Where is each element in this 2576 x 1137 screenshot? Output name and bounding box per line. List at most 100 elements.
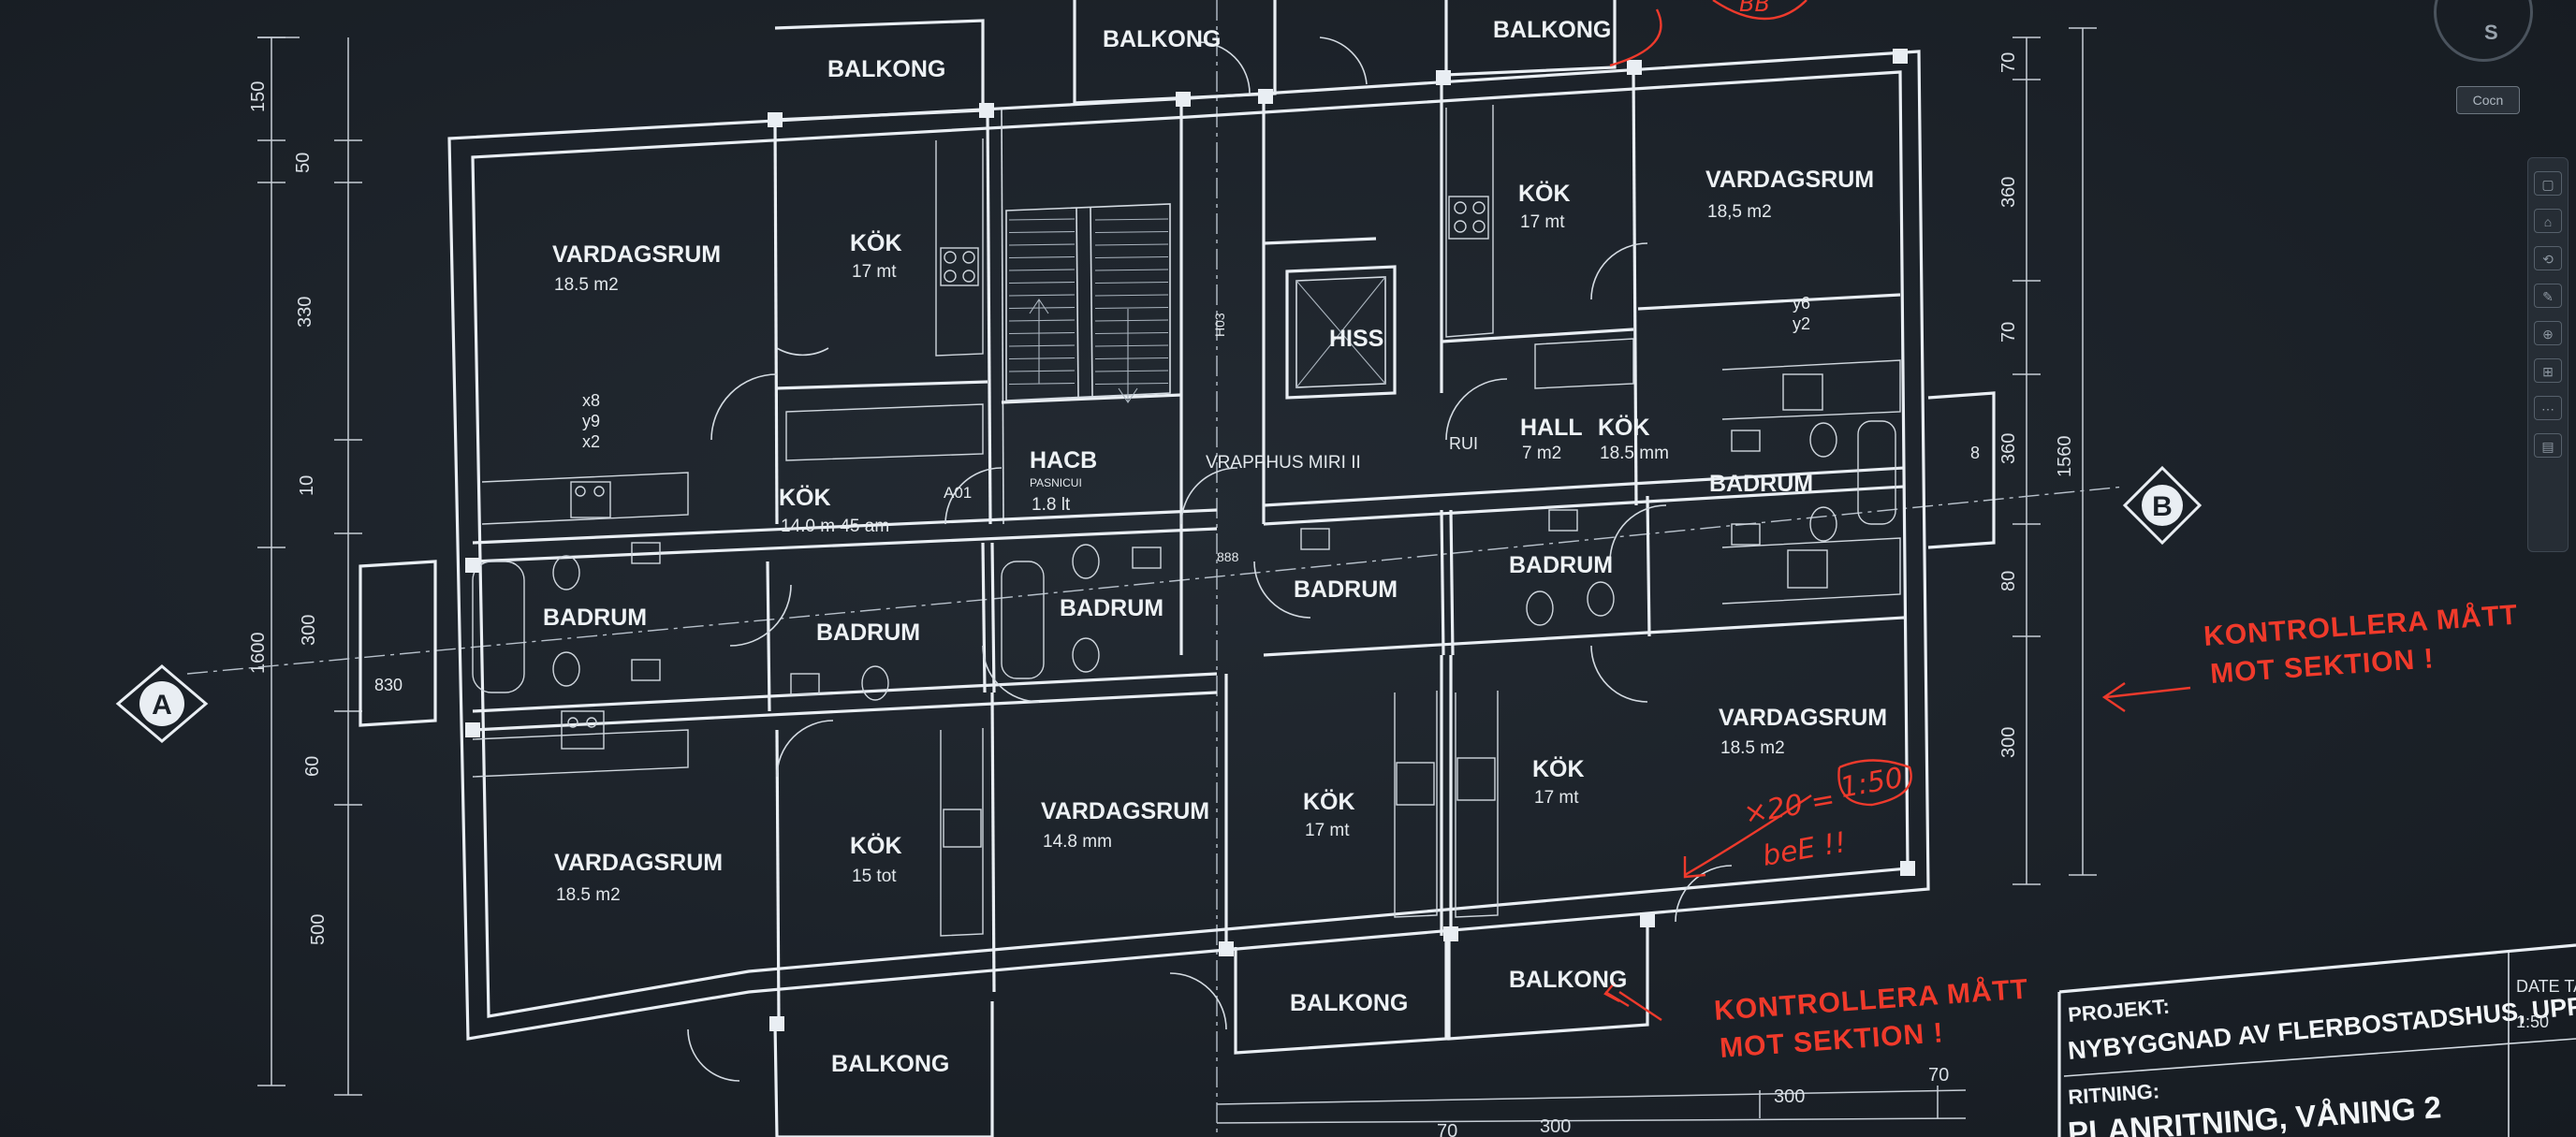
stair-tread	[1094, 319, 1169, 322]
coordinate-system-button[interactable]: Coсn	[2456, 86, 2520, 114]
tag-830: 830	[374, 676, 402, 694]
tag-labels: A01 RUI H03 830 888 x8 y9 x2 y6 y2 8	[374, 294, 1980, 694]
dim-300-bottom: 300	[1774, 1086, 1805, 1107]
tool-markup[interactable]: ✎	[2534, 284, 2562, 308]
stair-tread	[1094, 230, 1169, 234]
label-vardagsrum-2: VARDAGSRUM	[554, 850, 723, 876]
area-hacb: 1.8 lt	[1032, 495, 1071, 515]
right-dimension-lines	[2012, 27, 2097, 885]
label-badrum-5: BADRUM	[1509, 552, 1613, 578]
dim-360: 360	[1998, 177, 2019, 208]
stair-tread	[1094, 281, 1169, 284]
compass-letter: S	[2484, 21, 2498, 44]
columns	[465, 49, 1915, 1031]
red-markup	[1603, 0, 2191, 1021]
label-vardagsrum-5: VARDAGSRUM	[1719, 705, 1887, 731]
dim-70-bottom-2: 70	[1437, 1121, 1457, 1137]
area-kok-2: 14.0 m 45 am	[781, 517, 889, 536]
tag-x2: x2	[582, 432, 600, 451]
dim-330: 330	[295, 297, 315, 328]
room-labels: BALKONG BALKONG BALKONG BALKONG BALKONG …	[543, 17, 1887, 1077]
dim-70-b: 70	[1998, 322, 2019, 343]
label-badrum-1: BADRUM	[543, 605, 647, 631]
label-badrum-2: BADRUM	[816, 620, 920, 646]
tool-orbit[interactable]: ⟲	[2534, 246, 2562, 270]
label-badrum-4: BADRUM	[1294, 576, 1398, 603]
tag-a01: A01	[944, 484, 972, 502]
kitchen-fixtures	[472, 105, 1901, 937]
dim-1600: 1600	[248, 633, 269, 675]
date-label: DATE TA	[2516, 977, 2576, 996]
dim-80: 80	[1998, 571, 2019, 591]
dim-150: 150	[248, 81, 269, 112]
stair-tread	[1008, 255, 1076, 259]
area-kok-4: 17 mt	[1305, 821, 1350, 840]
label-kok-2: KÖK	[779, 484, 831, 511]
dim-50: 50	[293, 153, 314, 173]
area-kok-6: 17 mt	[1520, 212, 1565, 232]
scale-value: 1:50	[2516, 1013, 2549, 1031]
doors	[687, 36, 1733, 1082]
interior-walls	[472, 66, 1905, 1021]
bottom-dimensions: 300 70 300 70	[1216, 1065, 1967, 1137]
label-balkong-2: BALKONG	[1103, 26, 1221, 52]
area-vardagsrum-3: 14.8 mm	[1043, 832, 1112, 852]
axis-marker-a: A	[115, 664, 209, 743]
dim-1560: 1560	[2055, 436, 2075, 478]
tool-more[interactable]: ⋯	[2534, 396, 2562, 420]
label-kok-5: KÖK	[1532, 755, 1585, 782]
tag-x8: x8	[582, 391, 600, 410]
dim-500: 500	[308, 914, 329, 945]
label-kok-1: KÖK	[850, 229, 902, 256]
label-trapphus: VRAPPHUS MIRI II	[1206, 453, 1361, 473]
label-kok-7: KÖK	[1598, 414, 1650, 441]
navigation-toolbar: ▢ ⌂ ⟲ ✎ ⊕ ⊞ ⋯ ▤	[2527, 157, 2569, 552]
stair-tread	[1008, 357, 1076, 360]
projekt-label: PROJEKT:	[2067, 995, 2171, 1027]
handwritten-scale-prefix: ×20 =	[1741, 782, 1837, 830]
tool-zoom[interactable]: ⊕	[2534, 321, 2562, 345]
ritning-label: RITNING:	[2068, 1079, 2160, 1109]
area-vardagsrum-2: 18.5 m2	[556, 885, 621, 905]
dim-60: 60	[302, 756, 323, 777]
tag-y6: y6	[1793, 294, 1810, 313]
label-vardagsrum-4: VARDAGSRUM	[1705, 167, 1874, 193]
dim-300-bottom-2: 300	[1540, 1116, 1571, 1137]
tool-home[interactable]: ⌂	[2534, 209, 2562, 233]
area-kok-3: 15 tot	[852, 867, 897, 886]
label-balkong-1: BALKONG	[827, 56, 945, 82]
area-kok-7: 18.5 mm	[1600, 444, 1669, 463]
hacb-sub: PASNICUI	[1030, 476, 1082, 489]
stair-tread	[1008, 344, 1076, 347]
stair-tread	[1008, 281, 1076, 284]
tool-zoom-extents[interactable]: ▢	[2534, 171, 2562, 196]
stair-tread	[1094, 255, 1169, 259]
right-dimension-labels: 70 360 70 360 80 300 1560	[1998, 52, 2075, 758]
area-vardagsrum-1: 18.5 m2	[554, 275, 619, 295]
tool-layers[interactable]: ▤	[2534, 433, 2562, 458]
label-balkong-4: BALKONG	[831, 1051, 949, 1077]
label-balkong-6: BALKONG	[1509, 967, 1627, 993]
dim-10: 10	[297, 475, 317, 496]
label-hiss: HISS	[1329, 326, 1383, 352]
stair-tread	[1094, 218, 1169, 221]
stair-tread	[1008, 230, 1076, 234]
top-circle-note: BB	[1739, 0, 1770, 17]
tag-888: 888	[1217, 549, 1239, 564]
dim-70-bottom: 70	[1928, 1065, 1949, 1086]
balconies	[359, 0, 1996, 1137]
tool-grid[interactable]: ⊞	[2534, 358, 2562, 383]
left-dimension-lines	[257, 36, 362, 1096]
tag-8: 8	[1970, 444, 1980, 462]
check-note-2-line1: KONTROLLERA MÅTT	[1713, 974, 2029, 1027]
area-hall: 7 m2	[1522, 444, 1561, 463]
dim-360-b: 360	[1998, 433, 2019, 464]
stair-tread	[1008, 331, 1076, 335]
stair-tread	[1094, 294, 1169, 297]
tag-rui: RUI	[1449, 434, 1478, 453]
check-note-1-line2: MOT SEKTION !	[2209, 643, 2435, 690]
axis-label-a: A	[152, 690, 172, 721]
title-block[interactable]: PROJEKT: NYBYGGNAD AV FLERBOSTADSHUS, UP…	[2057, 943, 2576, 1137]
